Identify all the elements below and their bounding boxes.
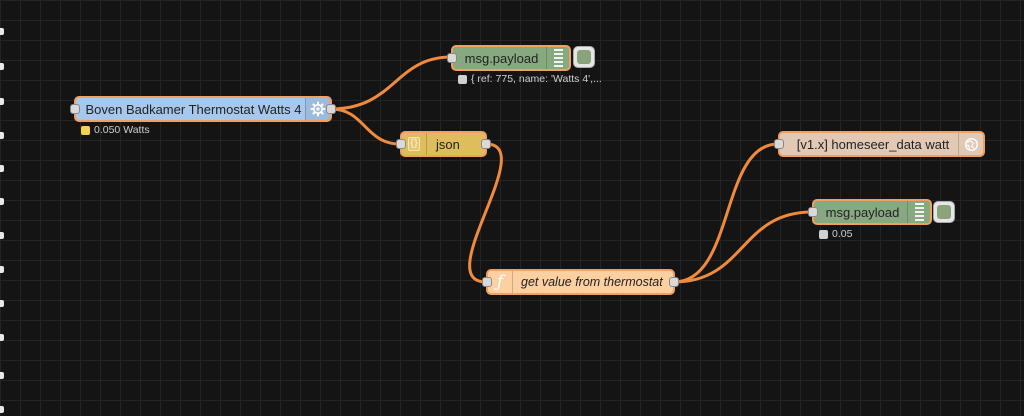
thermostat-node-label: Boven Badkamer Thermostat Watts 4 [85,101,302,117]
function-node[interactable]: ƒ get value from thermostat [482,269,679,295]
wire-function-to-debug-bottom[interactable] [672,210,814,284]
homeseer-input-port[interactable] [774,139,784,149]
gear-icon [310,101,326,117]
status-dot-yellow [81,125,90,135]
thermostat-status-text: 0.050 Watts [94,124,150,136]
debug-bottom-status: 0.05 [819,228,852,240]
json-output-port[interactable] [481,139,491,149]
debug-bottom-toggle-button[interactable] [933,201,955,223]
edge-marker [0,372,4,379]
debug-top-icon-area [546,47,569,69]
wire-thermostat-to-debug-top[interactable] [329,55,453,111]
json-node[interactable]: {} json [396,131,491,157]
debug-bottom-label: msg.payload [825,204,900,220]
debug-top-toggle-button[interactable] [573,46,595,68]
debug-top-node[interactable]: msg.payload [447,45,571,71]
list-icon [553,49,563,67]
debug-bottom-input-port[interactable] [808,207,818,217]
debug-bottom-status-text: 0.05 [832,228,853,240]
function-input-port[interactable] [482,277,492,287]
edge-marker [0,300,4,307]
wire-function-to-homeseer[interactable] [672,142,780,284]
function-node-label: get value from thermostat [521,275,663,289]
braces-icon: {} [408,137,420,151]
status-dot-grey [458,74,467,84]
left-edge-markers [0,0,6,416]
edge-marker [0,198,4,205]
edge-marker [0,63,4,70]
edge-marker [0,28,4,35]
function-icon-area: ƒ [488,271,513,293]
debug-top-input-port[interactable] [447,53,457,63]
debug-top-status-text: { ref: 775, name: 'Watts 4',... [471,73,602,85]
wire-thermostat-to-json[interactable] [329,107,402,146]
function-output-port[interactable] [669,277,679,287]
edge-marker [0,232,4,239]
function-icon: ƒ [496,272,504,292]
edge-marker [0,334,4,341]
thermostat-node[interactable]: Boven Badkamer Thermostat Watts 4 [70,96,336,122]
debug-top-status: { ref: 775, name: 'Watts 4',... [458,73,602,85]
thermostat-icon-area [305,98,330,120]
thermostat-input-port[interactable] [70,104,80,114]
edge-marker [0,266,4,273]
json-node-label: json [436,136,460,152]
debug-top-label: msg.payload [464,50,539,66]
json-input-port[interactable] [396,139,406,149]
globe-icon [964,137,978,151]
debug-bottom-node[interactable]: msg.payload [808,199,932,225]
list-icon [914,203,924,221]
homeseer-node[interactable]: [v1.x] homeseer_data watt [774,131,985,157]
edge-marker [0,165,4,172]
debug-bottom-icon-area [907,201,930,223]
homeseer-icon-area [958,133,983,155]
thermostat-status: 0.050 Watts [81,124,150,136]
status-dot-grey [819,229,828,239]
homeseer-node-label: [v1.x] homeseer_data watt [796,136,950,152]
json-icon-area: {} [402,133,427,155]
edge-marker [0,98,4,105]
wire-json-to-function[interactable] [468,142,503,284]
thermostat-output-port[interactable] [326,104,336,114]
edge-marker [0,406,4,413]
edge-marker [0,132,4,139]
